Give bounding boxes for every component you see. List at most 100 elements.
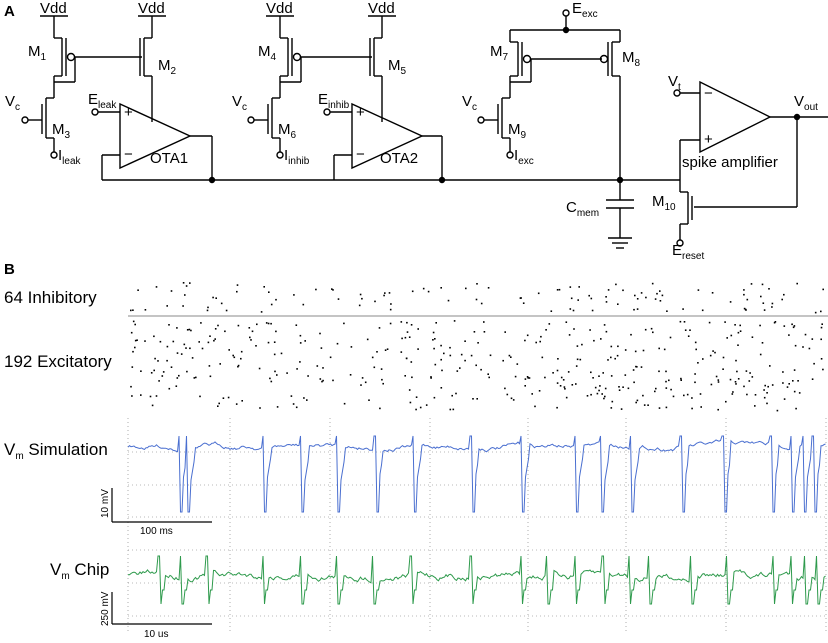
raster-spike bbox=[451, 394, 453, 397]
raster-spike bbox=[598, 389, 600, 392]
raster-spike bbox=[389, 322, 392, 325]
raster-spike bbox=[440, 387, 443, 389]
raster-spike bbox=[240, 357, 242, 360]
raster-spike bbox=[149, 395, 152, 398]
raster-spike bbox=[315, 288, 317, 291]
raster-spike bbox=[680, 379, 682, 381]
raster-spike bbox=[624, 349, 627, 351]
raster-spike bbox=[598, 375, 600, 377]
raster-spike bbox=[548, 323, 551, 325]
raster-spike bbox=[771, 384, 774, 386]
raster-spike bbox=[655, 387, 657, 390]
raster-spike bbox=[748, 380, 751, 382]
raster-spike bbox=[389, 308, 392, 311]
raster-spike bbox=[715, 375, 718, 378]
raster-spike bbox=[820, 310, 822, 313]
raster-spike bbox=[304, 340, 306, 342]
raster-spike bbox=[378, 327, 381, 329]
raster-spike bbox=[350, 346, 353, 348]
raster-spike bbox=[293, 294, 295, 296]
raster-spike bbox=[417, 348, 419, 350]
raster-spike bbox=[130, 309, 132, 312]
raster-spike bbox=[307, 375, 309, 377]
raster-spike bbox=[411, 290, 414, 293]
raster-spike bbox=[534, 405, 536, 408]
raster-spike bbox=[449, 346, 451, 349]
raster-spike bbox=[522, 302, 525, 304]
raster-spike bbox=[512, 399, 515, 401]
raster-spike bbox=[794, 344, 797, 347]
raster-spike bbox=[618, 386, 620, 388]
raster-spike bbox=[430, 377, 432, 379]
raster-spike bbox=[276, 406, 279, 408]
scale-bars bbox=[111, 488, 212, 625]
raster-spike bbox=[746, 393, 748, 396]
raster-spike bbox=[759, 353, 762, 356]
raster-spike bbox=[502, 359, 504, 362]
raster-spike bbox=[654, 390, 656, 393]
raster-spike bbox=[820, 338, 822, 341]
raster-spike bbox=[422, 287, 425, 290]
raster-spike bbox=[166, 345, 169, 348]
raster-spike bbox=[432, 331, 435, 334]
raster-spike bbox=[620, 408, 623, 410]
raster-spike bbox=[176, 377, 179, 379]
raster-spike bbox=[453, 320, 456, 322]
vm-chip-label: Vm Chip bbox=[50, 560, 109, 582]
raster-spike bbox=[465, 287, 467, 290]
raster-spike bbox=[769, 365, 771, 367]
raster-spike bbox=[189, 347, 191, 350]
raster-spike bbox=[477, 342, 479, 344]
raster-spike bbox=[201, 347, 204, 350]
raster-spike bbox=[538, 390, 541, 392]
m9-label: M9 bbox=[508, 121, 527, 141]
raster-spike bbox=[275, 330, 277, 333]
ileak-label: Ileak bbox=[58, 147, 82, 167]
raster-spike bbox=[464, 359, 466, 362]
raster-spike bbox=[140, 394, 142, 396]
eleak-label: Eleak bbox=[88, 91, 117, 111]
raster-spike bbox=[417, 328, 419, 330]
raster-spike bbox=[161, 375, 164, 377]
raster-spike bbox=[380, 368, 383, 370]
raster-spike bbox=[184, 294, 186, 296]
raster-spike bbox=[694, 373, 696, 375]
raster-spike bbox=[754, 405, 756, 407]
raster-spike bbox=[404, 375, 406, 377]
raster-spike bbox=[237, 324, 240, 327]
raster-spike bbox=[545, 329, 547, 331]
raster-spike bbox=[771, 302, 774, 305]
raster-spike bbox=[321, 380, 323, 383]
raster-spike bbox=[568, 334, 571, 336]
raster-spike bbox=[189, 282, 191, 284]
raster-spike bbox=[343, 402, 346, 405]
panel-b-label: B bbox=[4, 261, 15, 278]
raster-spike bbox=[295, 406, 298, 409]
raster-spike bbox=[443, 352, 445, 355]
vdd-label-2: Vdd bbox=[138, 0, 165, 17]
raster-spike bbox=[767, 385, 769, 388]
ota2-plus: + bbox=[356, 104, 365, 121]
raster-spike bbox=[134, 339, 137, 342]
raster-spike bbox=[643, 404, 646, 406]
raster-spike bbox=[575, 365, 578, 367]
raster-spike bbox=[299, 342, 302, 344]
raster-spike bbox=[759, 324, 761, 327]
raster-spike bbox=[379, 407, 381, 410]
raster-spike bbox=[276, 374, 278, 376]
raster-spike bbox=[617, 345, 619, 348]
raster-spike bbox=[206, 309, 209, 312]
raster-spike bbox=[636, 308, 639, 310]
raster-spike bbox=[743, 293, 745, 296]
raster-spike bbox=[694, 381, 696, 384]
raster-spike bbox=[588, 294, 590, 297]
raster-spike bbox=[537, 292, 540, 295]
raster-spike bbox=[709, 354, 712, 357]
raster-spike bbox=[224, 330, 226, 333]
raster-spike bbox=[440, 358, 442, 361]
raster-spike bbox=[552, 372, 554, 374]
raster-spike bbox=[737, 344, 739, 346]
raster-spike bbox=[735, 359, 737, 362]
raster-spike bbox=[182, 282, 185, 284]
raster-spike bbox=[572, 309, 575, 312]
